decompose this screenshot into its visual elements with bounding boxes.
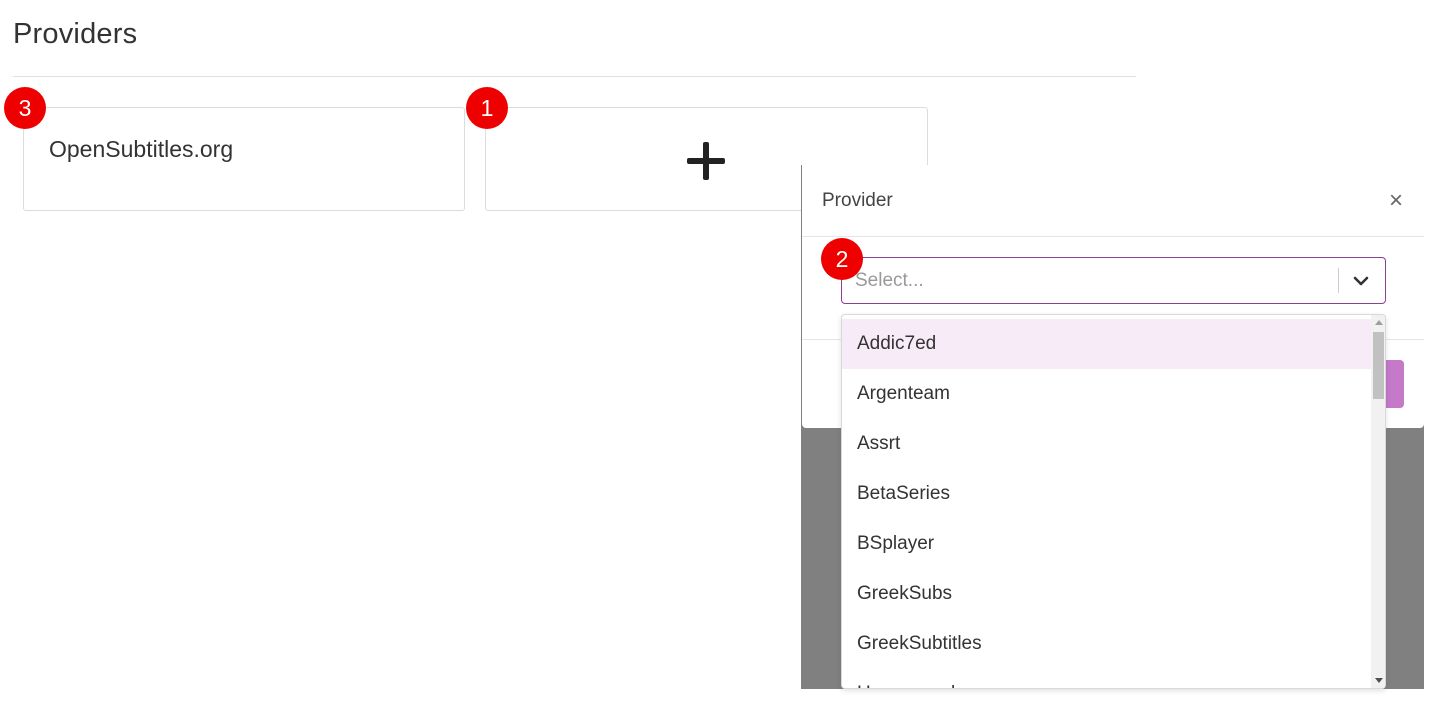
modal-header-divider <box>802 236 1424 237</box>
scroll-thumb[interactable] <box>1373 332 1384 399</box>
dropdown-option[interactable]: BetaSeries <box>857 483 950 504</box>
title-divider <box>13 76 1136 77</box>
annotation-badge-3: 3 <box>4 87 46 129</box>
dropdown-option[interactable]: Hosszupuska <box>842 669 1371 688</box>
select-placeholder: Select... <box>855 270 924 291</box>
dropdown-option[interactable]: GreekSubs <box>857 583 953 604</box>
close-icon[interactable]: × <box>1388 187 1403 214</box>
add-provider-card[interactable] <box>485 107 928 211</box>
provider-dropdown-menu: Addic7ed Argenteam Assrt BetaSeries BSpl… <box>841 314 1386 689</box>
select-separator <box>1338 268 1339 293</box>
dropdown-option[interactable]: Argenteam <box>857 383 950 404</box>
dropdown-option[interactable]: BSplayer <box>857 533 935 554</box>
provider-card-label: OpenSubtitles.org <box>49 136 234 162</box>
chevron-down-icon[interactable] <box>1352 272 1370 290</box>
scroll-up-arrow-icon[interactable] <box>1375 320 1383 325</box>
provider-select[interactable]: Select... <box>841 257 1386 304</box>
provider-card-opensubtitles[interactable]: OpenSubtitles.org <box>23 107 465 211</box>
modal-title: Provider <box>822 190 893 211</box>
dropdown-option[interactable]: Assrt <box>857 433 901 454</box>
scroll-down-arrow-icon[interactable] <box>1375 678 1383 683</box>
dropdown-option[interactable]: Addic7ed <box>842 319 1371 369</box>
page-title: Providers <box>13 18 138 50</box>
annotation-badge-1: 1 <box>466 87 508 129</box>
dropdown-option[interactable]: GreekSubtitles <box>857 633 982 654</box>
dropdown-scrollbar[interactable] <box>1371 315 1385 688</box>
plus-icon <box>687 142 725 180</box>
annotation-badge-2: 2 <box>821 238 863 280</box>
